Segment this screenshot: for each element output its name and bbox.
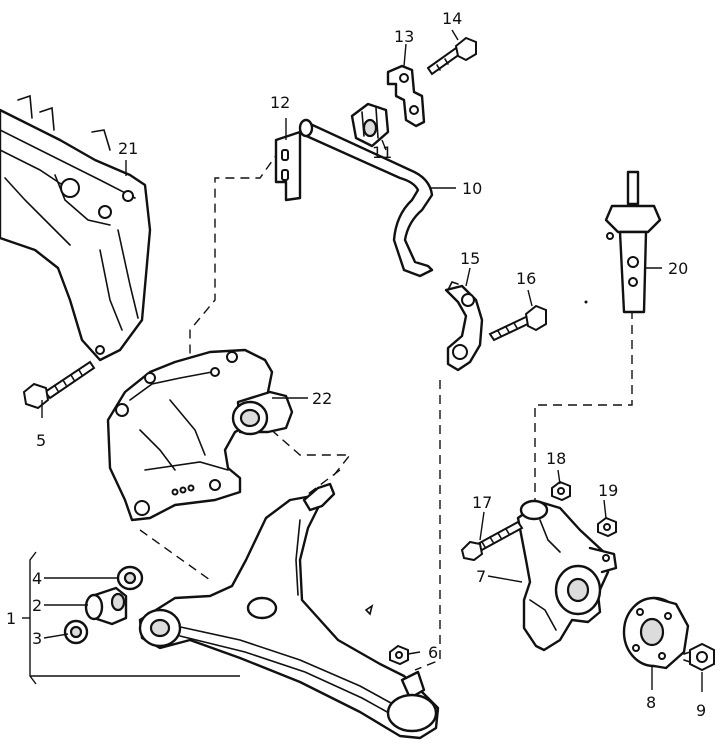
nut-part-6 [389,644,409,666]
callout-21: 21 [118,139,138,158]
callout-18: 18 [546,449,566,468]
hub-part-8 [622,596,690,670]
assembly-guide-lines [139,149,633,671]
callout-20: 20 [668,259,688,278]
callout-6: 6 [428,643,438,662]
callout-3: 3 [32,629,42,648]
washer-part-4 [116,565,144,591]
callout-9: 9 [696,701,706,720]
clamp-part-13 [386,64,426,128]
nut-part-9 [683,642,715,672]
stabilizer-bar-part-10 [298,118,434,278]
nut-part-18 [551,480,571,502]
callout-13: 13 [394,27,414,46]
bushing-part-2 [84,586,128,626]
clamp-part-12 [274,130,302,202]
callout-16: 16 [516,269,536,288]
callout-17: 17 [472,493,492,512]
coupling-rod-part-15 [444,281,484,372]
callout-7: 7 [476,567,486,586]
callout-1: 1 [6,609,16,628]
bush-part-11 [350,102,390,148]
washer-part-3 [63,619,89,645]
bolt-part-17 [460,520,524,562]
group-bracket-1 [22,551,37,685]
stray-marks [364,300,588,616]
callout-12: 12 [270,93,290,112]
callout-22: 22 [312,389,332,408]
callout-15: 15 [460,249,480,268]
nut-part-19 [597,516,617,538]
subframe-part-21 [0,94,152,362]
bolt-part-16 [488,304,547,342]
callout-2: 2 [32,596,42,615]
control-arm [138,482,440,740]
bolt-part-14 [426,36,477,76]
leader-lines [30,29,703,692]
callout-14: 14 [442,9,462,28]
callout-10: 10 [462,179,482,198]
callout-11: 11 [372,143,392,162]
knuckle-part-7 [516,499,618,652]
callout-19: 19 [598,481,618,500]
strut-part-20 [604,170,662,314]
bolt-part-5 [22,360,96,410]
callout-5: 5 [36,431,46,450]
callout-labels: 1 2 3 4 5 6 7 8 9 10 11 12 13 14 15 16 1… [6,9,706,720]
bracket-part-22 [106,348,294,522]
callout-8: 8 [646,693,656,712]
callout-4: 4 [32,569,42,588]
